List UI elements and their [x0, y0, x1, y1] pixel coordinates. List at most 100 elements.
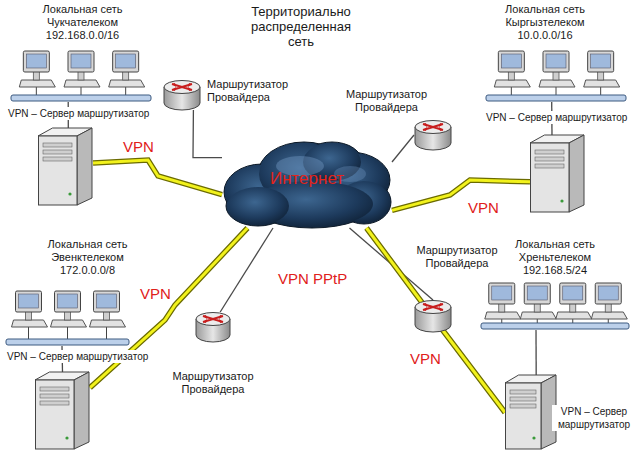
server-led — [68, 192, 71, 195]
vpn-tunnel — [367, 228, 506, 413]
server-icon — [38, 128, 93, 206]
server-icon — [35, 372, 90, 450]
cloud-lobe-fill — [227, 187, 289, 225]
server-label: VPN – Сервер маршрутизатор — [6, 107, 151, 120]
lan-node: Локальная сеть Кыргызтелеком 10.0.0.0/16 — [485, 50, 627, 102]
lan-bus — [481, 323, 629, 329]
vpn-outline — [367, 228, 506, 413]
router-arrows — [423, 124, 443, 130]
pc-screen — [563, 286, 583, 300]
router-arrowheads — [423, 303, 443, 311]
server-bay — [510, 397, 536, 401]
server-bay — [535, 157, 564, 161]
lan-icon — [485, 50, 627, 102]
pc-screen — [71, 54, 91, 68]
server-side — [74, 372, 89, 449]
pc-monitor — [543, 51, 569, 72]
server-node: VPN – Сервер маршрутизатор — [38, 128, 93, 206]
pc-base — [584, 80, 620, 87]
pc-screen — [546, 54, 566, 68]
cloud-label: Интернет — [222, 169, 392, 189]
server-side — [77, 128, 92, 205]
drop-wire — [67, 327, 68, 339]
link-line — [193, 110, 222, 158]
router-icon — [414, 300, 452, 332]
server-front — [531, 143, 570, 212]
server-front — [506, 383, 542, 449]
pc-base — [485, 312, 521, 319]
pc-base — [64, 80, 100, 87]
router-icon — [414, 120, 452, 150]
pc-screen — [598, 286, 618, 300]
drop-wire — [36, 87, 37, 95]
lan-label: Локальная сеть Хреньтелеком 192.168.5/24 — [500, 238, 610, 277]
drop-wire — [106, 327, 107, 339]
drop-wire — [537, 319, 538, 323]
link-line — [535, 330, 537, 375]
pc-screen — [501, 54, 521, 68]
lan-label: Локальная сеть Кыргызтелеком 10.0.0.0/16 — [490, 3, 600, 42]
edge-label: VPN — [466, 199, 501, 216]
router-node: Маршрутизатор Провайдера — [163, 80, 201, 110]
edge-label: VPN — [121, 138, 156, 155]
vpn-core — [93, 160, 222, 195]
server-bay — [510, 390, 536, 394]
router-top — [196, 313, 230, 326]
pc-base — [539, 80, 575, 87]
router-label: Маршрутизатор Провайдера — [339, 88, 434, 114]
drop-wire — [28, 327, 29, 339]
server-bay — [535, 150, 564, 154]
server-bay — [510, 404, 536, 408]
pc-monitor — [16, 291, 42, 312]
router-icon — [163, 80, 201, 110]
lan-bus — [11, 95, 151, 101]
server-bay — [43, 157, 72, 161]
vpn-core — [367, 228, 506, 413]
router-arrows — [203, 316, 223, 322]
pc-monitor — [498, 51, 524, 72]
network-link — [193, 110, 222, 158]
pc-screen — [19, 294, 39, 308]
pc-screen — [591, 54, 611, 68]
drop-wire — [125, 87, 126, 95]
server-icon — [505, 375, 557, 450]
lan-icon — [5, 290, 130, 346]
pc-monitor — [94, 291, 120, 312]
server-bay — [40, 394, 69, 398]
router-arrowheads — [423, 123, 443, 131]
edge-label: VPN — [408, 350, 443, 367]
pc-monitor — [560, 283, 586, 304]
router-label: Маршрутизатор Провайдера — [412, 244, 502, 270]
lan-icon — [10, 50, 152, 102]
router-arrowheads — [172, 83, 192, 91]
server-label: VPN – Сервер маршрутизатор — [552, 405, 636, 431]
server-bay — [43, 143, 72, 147]
pc-base — [90, 320, 126, 327]
network-link — [536, 330, 537, 375]
pc-screen — [527, 286, 547, 300]
cloud-node: Интернет — [222, 140, 392, 228]
server-front — [39, 136, 78, 205]
drop-wire — [572, 319, 573, 323]
pc-monitor — [68, 51, 94, 72]
pc-screen — [58, 294, 78, 308]
pc-monitor — [524, 283, 550, 304]
lan-label: Локальная сеть Эвенктелеком 172.0.0.0/8 — [35, 238, 140, 277]
vpn-core — [392, 180, 530, 210]
server-led — [65, 436, 68, 439]
router-node: Маршрутизатор Провайдера — [414, 300, 452, 332]
server-label: VPN – Сервер маршрутизатор — [5, 350, 150, 363]
router-node: Маршрутизатор Провайдера — [195, 312, 231, 342]
lan-bus — [486, 95, 626, 101]
server-led — [560, 199, 563, 202]
router-top — [164, 81, 200, 94]
pc-monitor — [588, 51, 614, 72]
vpn-outline — [392, 180, 530, 210]
drop-wire — [556, 87, 557, 95]
pc-base — [591, 312, 627, 319]
server-front — [36, 380, 75, 449]
router-arrows — [172, 84, 192, 90]
router-top — [415, 121, 451, 134]
network-link — [392, 135, 414, 162]
